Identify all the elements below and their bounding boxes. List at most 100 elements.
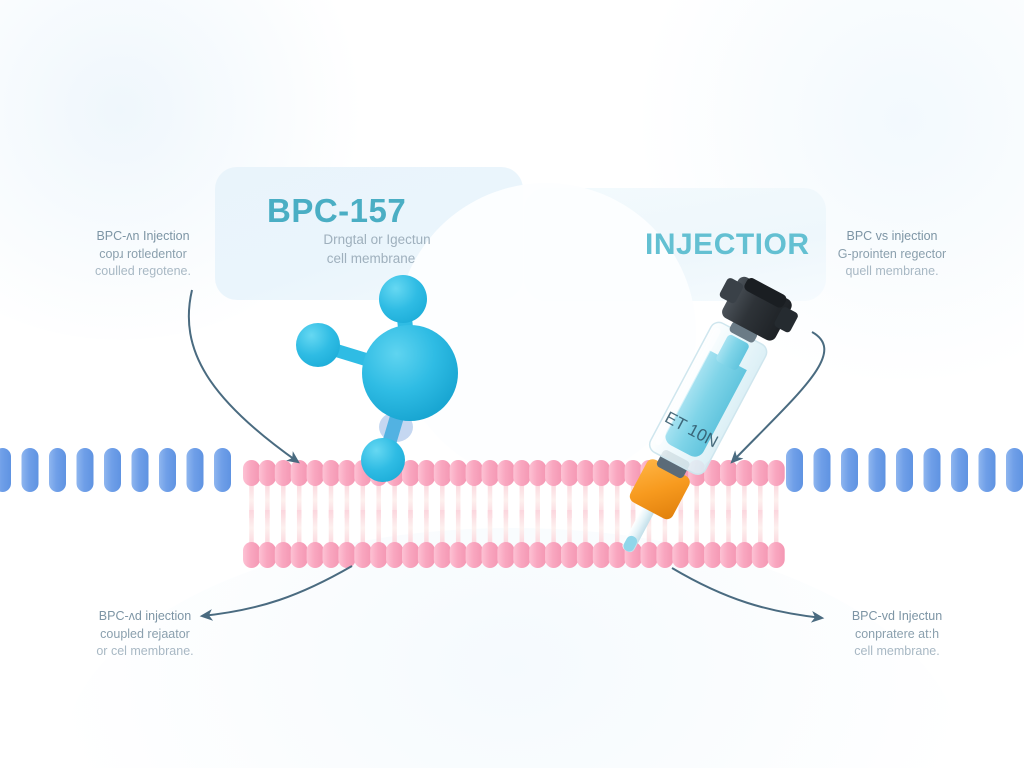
annotation-bottom-right-line2: conpratere at:h bbox=[854, 626, 940, 641]
phospholipid-head bbox=[243, 460, 260, 486]
annotation-bottom-right-line1: BPC-vd Injectun bbox=[851, 609, 943, 623]
phospholipid-head bbox=[433, 460, 451, 486]
phospholipid-tail bbox=[599, 482, 604, 518]
phospholipid-head bbox=[688, 542, 706, 568]
phospholipid-tail bbox=[265, 482, 270, 518]
annotation-bottom-right-line3: cell membrane. bbox=[854, 644, 940, 658]
phospholipid-tail bbox=[503, 510, 509, 546]
phospholipid-tail bbox=[249, 482, 254, 518]
phospholipid-head bbox=[513, 542, 531, 568]
phospholipid-tail bbox=[471, 510, 477, 546]
outer-leaflet-right bbox=[786, 448, 1023, 492]
phospholipid-head bbox=[720, 542, 737, 568]
phospholipid-head bbox=[576, 460, 594, 486]
phospholipid-tail bbox=[424, 510, 429, 546]
phospholipid-head bbox=[322, 542, 340, 568]
outer-leaflet-left bbox=[0, 448, 231, 492]
phospholipid-head bbox=[449, 542, 467, 568]
annotation-bottom-left: BPC-ʌd injection coupled rejaator or cel… bbox=[80, 608, 210, 661]
phospholipid-tail bbox=[710, 510, 715, 546]
phospholipid-tail bbox=[773, 510, 779, 546]
phospholipid-tail bbox=[296, 482, 302, 518]
panel-subtitle-bpc157: Drngtal or Igectun cell membrane bbox=[267, 230, 487, 268]
membrane-capsule bbox=[186, 448, 204, 492]
molecule-atom-bottom bbox=[361, 438, 405, 482]
phospholipid-tail bbox=[726, 510, 731, 546]
syringe-plunger-seal bbox=[729, 321, 758, 343]
phospholipid-tail bbox=[344, 510, 350, 546]
phospholipid-tail bbox=[360, 510, 366, 546]
membrane-capsule bbox=[923, 448, 941, 492]
membrane-capsule bbox=[49, 448, 66, 492]
phospholipid-head bbox=[417, 460, 435, 486]
phospholipid-tail bbox=[567, 510, 572, 546]
phospholipid-tail bbox=[758, 510, 763, 546]
membrane-capsule bbox=[104, 448, 121, 492]
phospholipid-head bbox=[751, 542, 769, 568]
syringe-plunger-cap bbox=[744, 278, 787, 308]
phospholipid-tail bbox=[726, 482, 731, 518]
phospholipid-tail bbox=[758, 482, 763, 518]
phospholipid-tail bbox=[710, 482, 715, 518]
phospholipid-head bbox=[465, 460, 483, 486]
phospholipid-head bbox=[561, 542, 578, 568]
membrane-capsule bbox=[76, 448, 94, 492]
phospholipid-tail bbox=[614, 510, 620, 546]
phospholipid-head bbox=[529, 542, 547, 568]
phospholipid-head bbox=[465, 542, 483, 568]
phospholipid-tail bbox=[519, 510, 525, 546]
phospholipid-tail bbox=[551, 510, 556, 546]
membrane-capsule bbox=[0, 448, 11, 492]
phospholipid-tail bbox=[614, 482, 620, 518]
phospholipid-head bbox=[592, 542, 610, 568]
phospholipid-tail bbox=[535, 510, 540, 546]
phospholipid-tail bbox=[487, 510, 493, 546]
phospholipid-head bbox=[672, 542, 690, 568]
phospholipid-tail bbox=[328, 482, 334, 518]
phospholipid-head bbox=[592, 460, 610, 486]
phospholipid-head bbox=[704, 460, 722, 486]
phospholipid-head bbox=[274, 542, 292, 568]
phospholipid-head bbox=[497, 542, 515, 568]
phospholipid-head bbox=[751, 460, 769, 486]
syringe-highlight bbox=[655, 327, 721, 446]
syringe-liquid bbox=[665, 350, 747, 457]
phospholipid-head bbox=[767, 542, 785, 568]
phospholipid-head bbox=[354, 542, 372, 568]
phospholipid-head bbox=[386, 542, 404, 568]
phospholipid-head bbox=[306, 460, 324, 486]
phospholipid-tail bbox=[742, 482, 747, 518]
membrane-capsule bbox=[214, 448, 231, 492]
bottom-left-arrow bbox=[199, 565, 353, 621]
phospholipid-tail bbox=[535, 482, 540, 518]
molecule-atom-top bbox=[379, 275, 427, 323]
membrane-capsule bbox=[1006, 448, 1023, 492]
phospholipid-tail bbox=[599, 510, 604, 546]
phospholipid-tail bbox=[312, 482, 318, 518]
membrane-capsule bbox=[813, 448, 831, 492]
phospholipid-head bbox=[767, 460, 785, 486]
bpc157-molecule bbox=[296, 275, 458, 482]
phospholipid-head bbox=[338, 542, 356, 568]
phospholipid-tail bbox=[551, 482, 556, 518]
phospholipid-head bbox=[417, 542, 435, 568]
phospholipid-bilayer bbox=[243, 460, 785, 568]
membrane-capsule bbox=[21, 448, 39, 492]
phospholipid-head bbox=[704, 542, 722, 568]
phospholipid-tail bbox=[503, 482, 509, 518]
syringe-needle-tip bbox=[623, 535, 638, 552]
phospholipid-head bbox=[243, 542, 260, 568]
phospholipid-head bbox=[306, 542, 324, 568]
annotation-top-left: BPC-ʌn Injection copɹ rotledentor coulle… bbox=[78, 228, 208, 281]
phospholipid-tail bbox=[392, 482, 397, 518]
phospholipid-head bbox=[258, 542, 276, 568]
annotation-top-right-line1: BPC vs injection bbox=[846, 229, 938, 243]
phospholipid-tail bbox=[249, 510, 254, 546]
phospholipid-tail bbox=[694, 510, 699, 546]
phospholipid-tail bbox=[471, 482, 477, 518]
annotation-top-right: BPC vs injection G-prointen regector que… bbox=[827, 228, 957, 281]
molecule-atom-center bbox=[362, 325, 458, 421]
membrane-capsule bbox=[868, 448, 886, 492]
molecule-atom-left bbox=[296, 323, 340, 367]
